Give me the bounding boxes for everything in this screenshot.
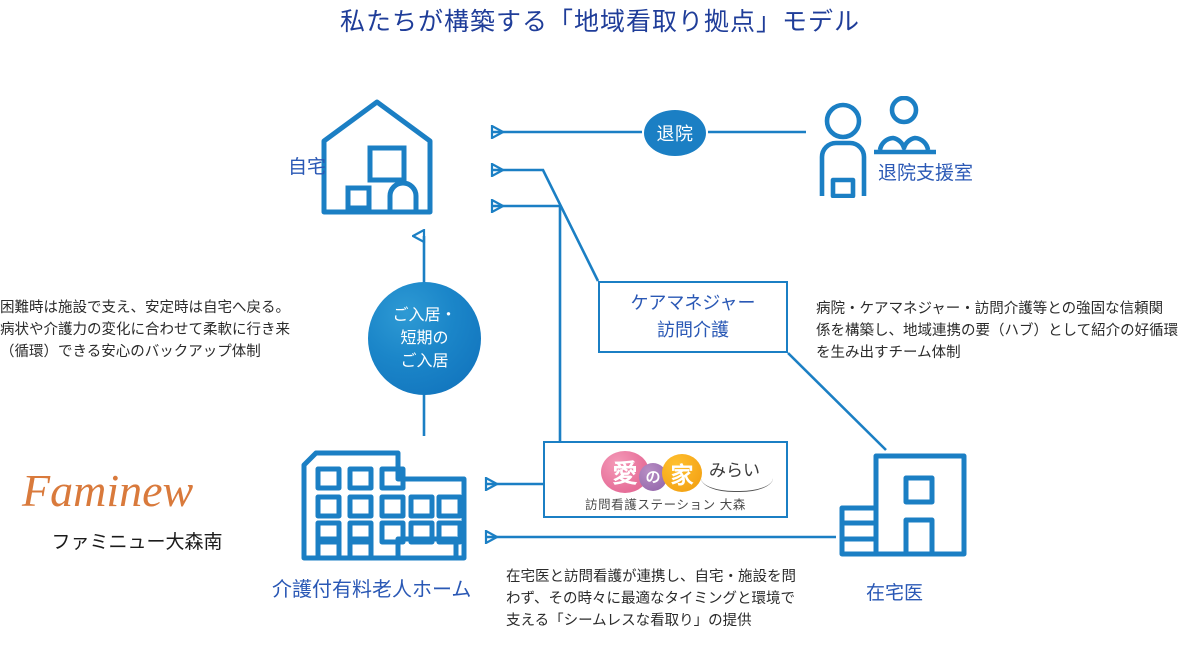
mirai-text: みらい bbox=[709, 460, 760, 480]
paragraph-right-line-2: 係を構築し、地域連携の要（ハブ）として紹介の好循環 bbox=[816, 323, 1179, 339]
paragraph-right: 病院・ケアマネジャー・訪問介護等との強固な信頼関 係を構築し、地域連携の要（ハブ… bbox=[816, 298, 1178, 364]
home-label: 自宅 bbox=[288, 157, 327, 178]
facility-label: 介護付有料老人ホーム bbox=[272, 579, 472, 601]
paragraph-left: 困難時は施設で支え、安定時は自宅へ戻る。 病状や介護力の変化に合わせて柔軟に行き… bbox=[0, 297, 290, 363]
clinic-label: 在宅医 bbox=[866, 583, 924, 604]
admission-line-1: ご入居・ bbox=[392, 307, 457, 324]
line-caremanager-to-clinic bbox=[787, 352, 887, 451]
staff-at-desk-icon bbox=[806, 95, 941, 203]
paragraph-right-line-3: を生み出すチーム体制 bbox=[816, 345, 961, 361]
faminew-name: ファミニュー大森南 bbox=[51, 532, 223, 553]
paragraph-bottom-line-3: 支える「シームレスな看取り」の提供 bbox=[506, 613, 752, 629]
house-icon bbox=[318, 96, 436, 223]
care-manager-line-1: ケアマネジャー bbox=[630, 293, 756, 313]
paragraph-left-line-1: 困難時は施設で支え、安定時は自宅へ戻る。 bbox=[0, 300, 290, 316]
clinic-building-icon bbox=[838, 450, 968, 565]
paragraph-bottom-line-2: わず、その時々に最適なタイミングと環境で bbox=[506, 591, 795, 607]
station-caption: 訪問看護ステーション 大森 bbox=[584, 497, 747, 512]
paragraph-left-line-2: 病状や介護力の変化に合わせて柔軟に行き来 bbox=[0, 322, 290, 338]
logo-bubble-ie: 家 bbox=[662, 453, 702, 492]
admission-line-3: ご入居 bbox=[400, 353, 449, 370]
paragraph-bottom: 在宅医と訪問看護が連携し、自宅・施設を問 わず、その時々に最適なタイミングと環境… bbox=[506, 566, 796, 632]
visiting-nurse-station-box: 愛 の 家 みらい 訪問看護ステーション 大森 bbox=[543, 441, 788, 518]
mirai-arc-icon bbox=[701, 462, 773, 492]
paragraph-bottom-line-1: 在宅医と訪問看護が連携し、自宅・施設を問 bbox=[506, 569, 796, 585]
arrow-station-to-home bbox=[492, 206, 562, 441]
care-manager-line-2: 訪問介護 bbox=[657, 320, 729, 340]
paragraph-left-line-3: （循環）できる安心のバックアップ体制 bbox=[0, 344, 261, 360]
apartment-building-icon bbox=[298, 447, 470, 569]
admission-circle: ご入居・ 短期の ご入居 bbox=[368, 282, 481, 395]
paragraph-right-line-1: 病院・ケアマネジャー・訪問介護等との強固な信頼関 bbox=[816, 301, 1164, 317]
support-room-label: 退院支援室 bbox=[878, 163, 974, 184]
discharge-badge: 退院 bbox=[644, 110, 706, 156]
care-manager-box: ケアマネジャー 訪問介護 bbox=[598, 281, 788, 353]
page-title: 私たちが構築する「地域看取り拠点」モデル bbox=[339, 8, 860, 36]
ainoie-logo: 愛 の 家 みらい bbox=[563, 449, 773, 493]
faminew-wordmark: Faminew bbox=[22, 465, 194, 516]
admission-line-2: 短期の bbox=[400, 330, 449, 347]
arrow-caremanager-to-home bbox=[492, 170, 600, 282]
